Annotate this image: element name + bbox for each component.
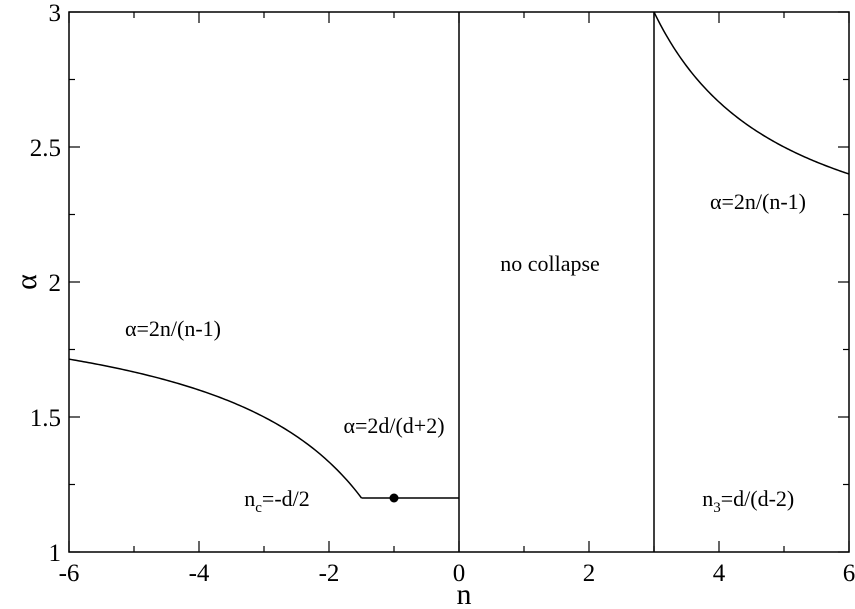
n3-label: n3=d/(d-2)	[702, 486, 794, 516]
x-tick-label: 2	[583, 560, 596, 587]
y-tick-label: 2	[49, 270, 62, 297]
series-line-0	[68, 358, 363, 499]
x-tick-label: 0	[453, 560, 466, 587]
nc-label-rest: =-d/2	[262, 486, 310, 511]
data-point	[389, 493, 399, 503]
y-tick-label: 1	[49, 540, 62, 567]
nc-label-main: n	[244, 486, 255, 511]
x-tick-label: 6	[843, 560, 855, 587]
x-tick-label: 4	[713, 560, 726, 587]
plateau-label: α=2d/(d+2)	[343, 413, 444, 438]
right-curve-label: α=2n/(n-1)	[710, 189, 806, 214]
n3-label-rest: =d/(d-2)	[721, 486, 795, 511]
x-tick-label: -2	[319, 560, 340, 587]
n3-label-main: n	[702, 486, 713, 511]
nc-label-subscript: c	[255, 500, 262, 516]
y-axis-label: α	[10, 274, 43, 290]
no-collapse-label: no collapse	[500, 251, 600, 276]
x-tick-label: -4	[189, 560, 210, 587]
series-line-4	[653, 11, 850, 175]
y-tick-label: 3	[49, 0, 62, 27]
n3-label-subscript: 3	[713, 500, 721, 516]
x-tick-label: -6	[59, 560, 80, 587]
y-tick-label: 1.5	[30, 405, 61, 432]
nc-label: nc=-d/2	[244, 486, 310, 516]
left-curve-label: α=2n/(n-1)	[125, 316, 221, 341]
x-axis-label: n	[457, 578, 472, 609]
y-tick-label: 2.5	[30, 135, 61, 162]
